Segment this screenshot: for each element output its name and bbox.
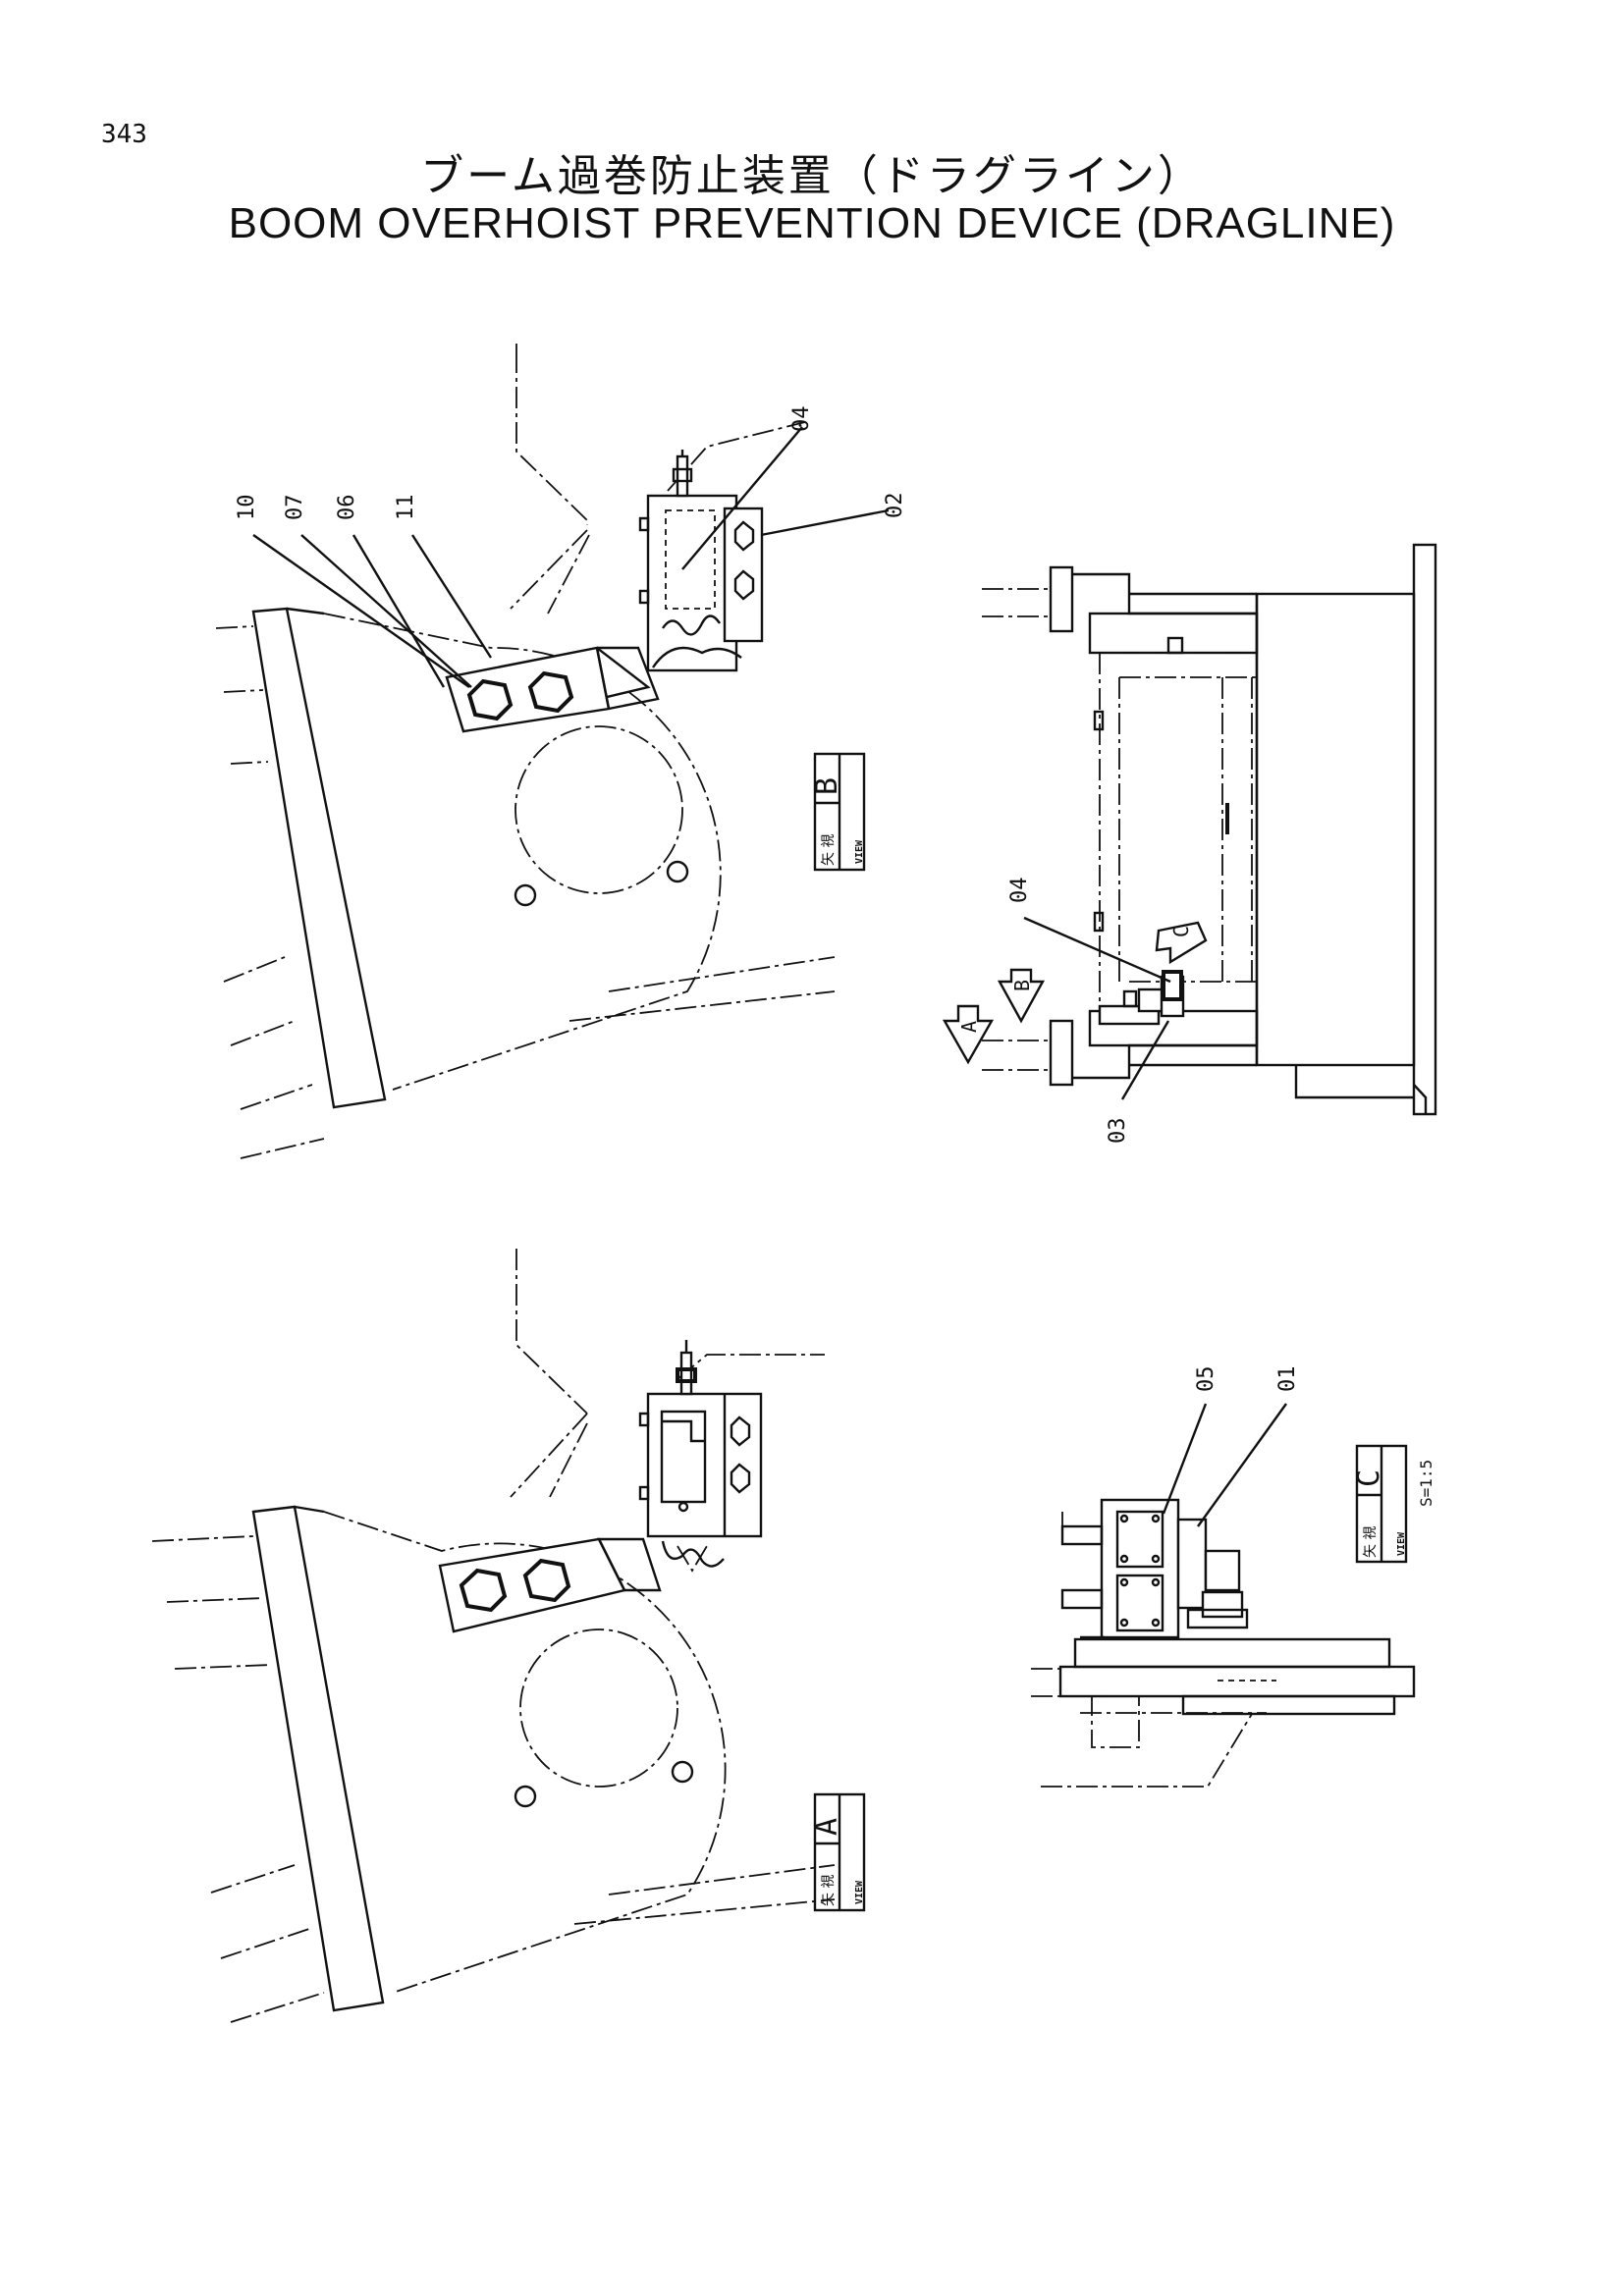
- label-04-mid: 04: [1007, 878, 1032, 904]
- view-c-labels: 05 01: [1194, 1366, 1300, 1393]
- view-c-scale: S=1:5: [1417, 1460, 1435, 1507]
- view-b-letter: B: [810, 777, 844, 795]
- view-c-drawing: [1031, 1403, 1416, 1788]
- label-01: 01: [1275, 1366, 1300, 1393]
- label-02: 02: [883, 493, 907, 519]
- label-04-top: 04: [789, 406, 814, 433]
- view-a-letter: A: [810, 1818, 844, 1836]
- view-c-letter: C: [1352, 1469, 1386, 1487]
- title-japanese: ブーム過巻防止装置（ドラグライン）: [420, 151, 1204, 201]
- label-05: 05: [1194, 1366, 1218, 1393]
- view-a-drawing: [151, 1249, 836, 2023]
- label-03: 03: [1106, 1118, 1130, 1145]
- view-a-label-box: 矢 視 VIEW A: [810, 1792, 866, 1912]
- view-b-jp: 矢 視: [821, 834, 837, 866]
- view-b-labels: 10 07 06 11 04 02: [235, 406, 907, 521]
- label-07: 07: [283, 495, 307, 521]
- view-b-en: VIEW: [854, 839, 865, 864]
- top-view-labels: 04 03: [1007, 878, 1130, 1145]
- view-arrow-c-label: C: [1169, 926, 1193, 937]
- title-english: BOOM OVERHOIST PREVENTION DEVICE (DRAGLI…: [228, 199, 1396, 247]
- view-c-jp: 矢 視: [1363, 1526, 1379, 1558]
- view-a-en: VIEW: [854, 1880, 865, 1904]
- label-11: 11: [394, 495, 418, 521]
- view-c-label-box: 矢 視 VIEW C S=1:5: [1352, 1444, 1435, 1564]
- view-arrow-b-label: B: [1010, 980, 1034, 991]
- view-a-jp: 矢 視: [821, 1875, 837, 1906]
- label-06: 06: [335, 495, 359, 521]
- top-view-drawing: C B A: [942, 543, 1437, 1116]
- view-b-label-box: 矢 視 VIEW B: [810, 752, 866, 872]
- view-c-en: VIEW: [1396, 1531, 1407, 1556]
- page-number: 343: [101, 120, 147, 149]
- view-b-drawing: [215, 344, 890, 1159]
- label-10: 10: [235, 495, 259, 521]
- view-arrow-a-label: A: [957, 1021, 981, 1033]
